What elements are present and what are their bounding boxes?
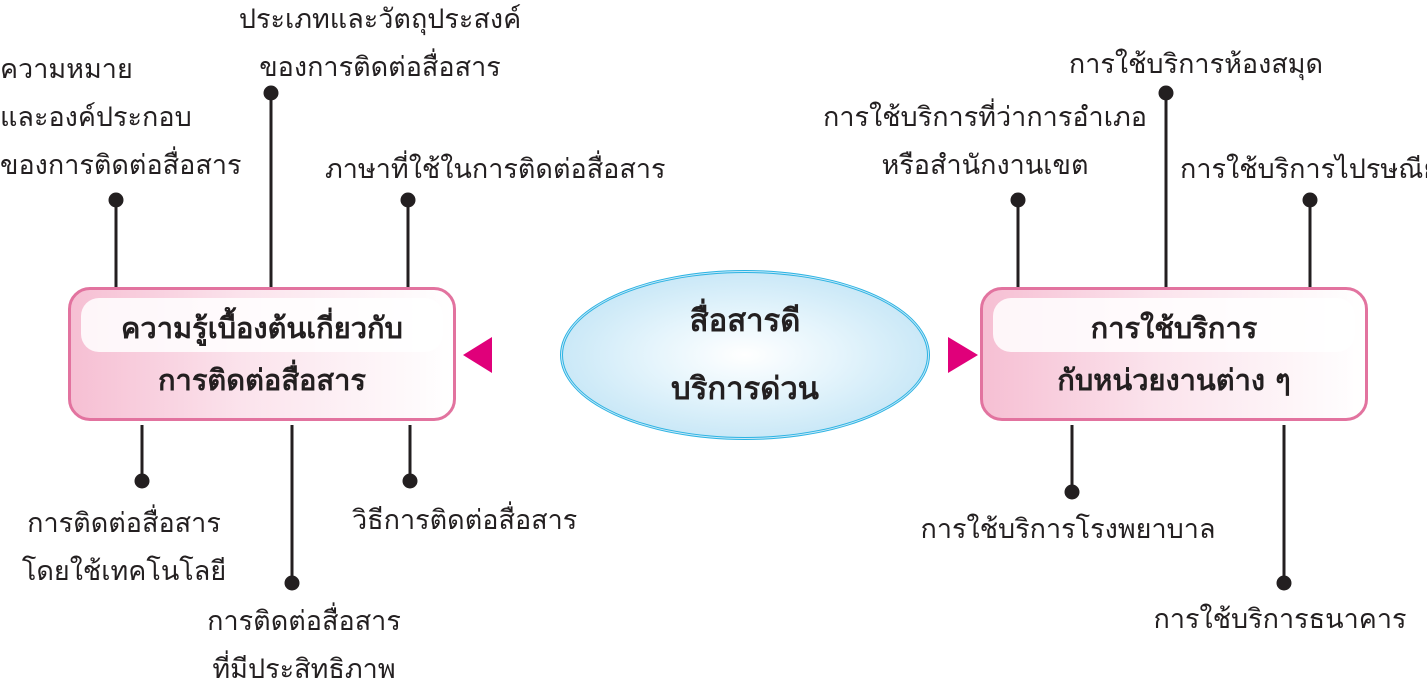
label-types: ประเภทและวัตถุประสงค์ ของการติดต่อสื่อสา…: [239, 0, 521, 92]
central-topic-line2: บริการด่วน: [671, 371, 819, 407]
label-line: ภาษาที่ใช้ในการติดต่อสื่อสาร: [325, 154, 666, 185]
label-line: และองค์ประกอบ: [0, 102, 192, 133]
label-line: การใช้บริการห้องสมุด: [1068, 49, 1324, 80]
label-line: ของการติดต่อสื่อสาร: [0, 150, 242, 181]
label-meaning: ความหมาย และองค์ประกอบ ของการติดต่อสื่อส…: [0, 46, 242, 190]
label-line: การใช้บริการโรงพยาบาล: [920, 514, 1216, 545]
left-topic-line2: การติดต่อสื่อสาร: [157, 363, 366, 397]
label-library: การใช้บริการห้องสมุด: [1069, 41, 1323, 89]
central-topic-line1: สื่อสารดี: [689, 303, 801, 339]
label-line: การใช้บริการไปรษณีย์: [1180, 154, 1427, 185]
label-effective: การติดต่อสื่อสาร ที่มีประสิทธิภาพ: [207, 598, 401, 694]
right-topic-line2: กับหน่วยงานต่าง ๆ: [1057, 363, 1291, 397]
label-hospital: การใช้บริการโรงพยาบาล: [921, 506, 1216, 554]
label-line: ของการติดต่อสื่อสาร: [259, 52, 501, 83]
label-technology: การติดต่อสื่อสาร โดยใช้เทคโนโลยี: [22, 500, 226, 596]
label-line: ประเภทและวัตถุประสงค์: [238, 4, 522, 35]
label-line: การใช้บริการที่ว่าการอำเภอ: [823, 102, 1147, 133]
label-line: การติดต่อสื่อสาร: [207, 606, 401, 637]
right-topic-box: การใช้บริการ กับหน่วยงานต่าง ๆ: [980, 287, 1368, 421]
label-line: ความหมาย: [0, 54, 133, 85]
left-topic-box: ความรู้เบื้องต้นเกี่ยวกับ การติดต่อสื่อส…: [68, 287, 456, 421]
label-bank: การใช้บริการธนาคาร: [1154, 596, 1407, 644]
central-topic: สื่อสารดี บริการด่วน: [560, 270, 930, 440]
label-line: การติดต่อสื่อสาร: [27, 508, 221, 539]
left-topic-line1: ความรู้เบื้องต้นเกี่ยวกับ: [121, 311, 403, 345]
label-post: การใช้บริการไปรษณีย์: [1180, 146, 1427, 194]
left-arrow: [463, 337, 555, 373]
label-line: หรือสำนักงานเขต: [881, 150, 1089, 181]
label-line: วิธีการติดต่อสื่อสาร: [352, 505, 578, 536]
label-line: การใช้บริการธนาคาร: [1153, 604, 1407, 635]
label-methods: วิธีการติดต่อสื่อสาร: [352, 497, 577, 545]
label-language: ภาษาที่ใช้ในการติดต่อสื่อสาร: [325, 146, 666, 194]
right-topic-line1: การใช้บริการ: [1090, 311, 1258, 345]
label-line: ที่มีประสิทธิภาพ: [212, 654, 396, 685]
label-district-office: การใช้บริการที่ว่าการอำเภอ หรือสำนักงานเ…: [823, 94, 1147, 190]
label-line: โดยใช้เทคโนโลยี: [21, 556, 227, 587]
